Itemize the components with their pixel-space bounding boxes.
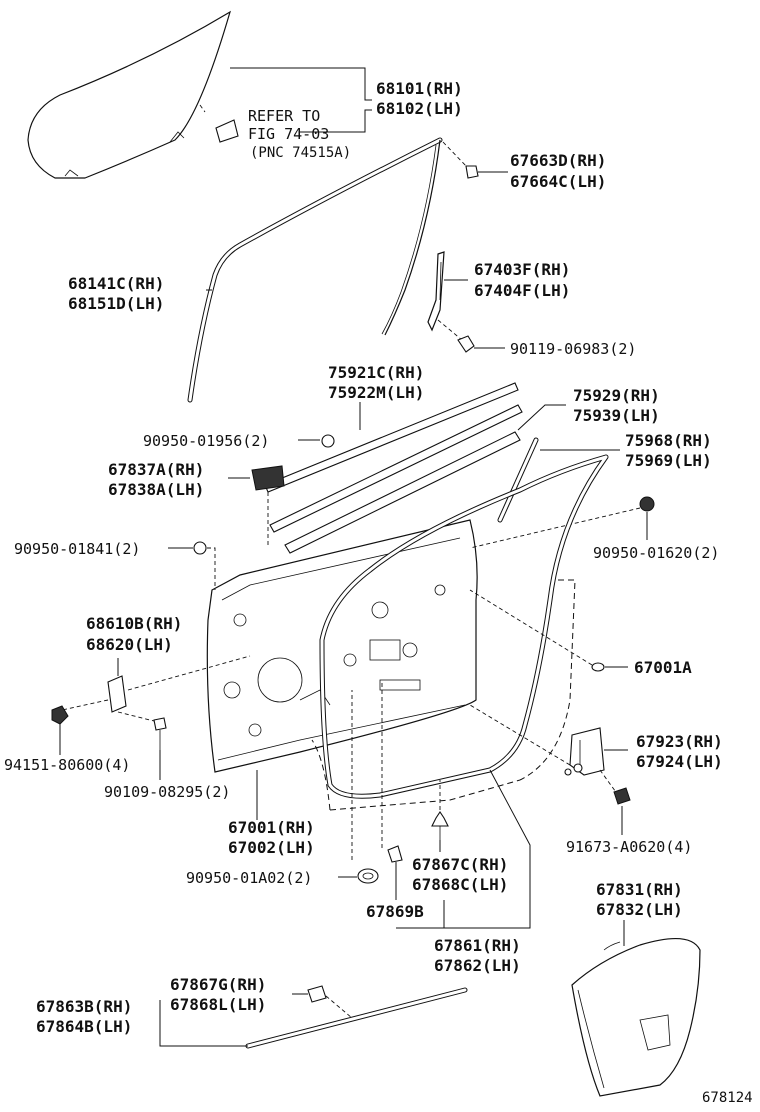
- label-68141c: 68141C(RH): [68, 274, 164, 293]
- label-75921c: 75921C(RH): [328, 363, 424, 382]
- lower-weatherstrip: [159, 987, 468, 1049]
- label-67002: 67002(LH): [228, 838, 315, 857]
- label-refer-3: (PNC 74515A): [250, 145, 351, 161]
- plug-01620: [469, 496, 655, 549]
- clip-67867c: [431, 780, 449, 852]
- label-67403f: 67403F(RH): [474, 260, 570, 279]
- label-75969: 75969(LH): [625, 451, 712, 470]
- label-68101: 68101(RH): [376, 79, 463, 98]
- label-67001a: 67001A: [634, 658, 692, 677]
- label-67868l: 67868L(LH): [170, 995, 266, 1014]
- label-67664c: 67664C(LH): [510, 172, 606, 191]
- clip-67867g: [292, 985, 353, 1019]
- label-refer-1: REFER TO: [248, 107, 320, 125]
- label-68610b: 68610B(RH): [86, 614, 182, 633]
- door-panel: [206, 519, 478, 773]
- label-75929: 75929(RH): [573, 386, 660, 405]
- label-67001: 67001(RH): [228, 818, 315, 837]
- label-67924: 67924(LH): [636, 752, 723, 771]
- door-weatherstrip: [311, 454, 609, 811]
- label-91673: 91673-A0620(4): [566, 838, 692, 856]
- label-90109: 90109-08295(2): [104, 783, 230, 801]
- label-67832: 67832(LH): [596, 900, 683, 919]
- seal-67831: [571, 920, 701, 1097]
- label-67404f: 67404F(LH): [474, 281, 570, 300]
- bracket-67837a: [228, 465, 285, 545]
- rear-glass-run: [427, 251, 463, 341]
- door-glass: [27, 10, 239, 179]
- label-75968: 75968(RH): [625, 431, 712, 450]
- glass-leader: [230, 67, 372, 133]
- label-67867g: 67867G(RH): [170, 975, 266, 994]
- cover-67923: [469, 704, 628, 796]
- label-68151d: 68151D(LH): [68, 294, 164, 313]
- label-refer-2: FIG 74-03: [248, 125, 329, 143]
- label-67867c: 67867C(RH): [412, 855, 508, 874]
- label-67863b: 67863B(RH): [36, 997, 132, 1016]
- label-67868c: 67868C(LH): [412, 875, 508, 894]
- belt-moulding-outer: [264, 382, 519, 493]
- bolt-90109: [153, 717, 167, 780]
- label-67831: 67831(RH): [596, 880, 683, 899]
- nut-94151: [51, 705, 69, 755]
- belt-moulding-inner: [269, 404, 566, 554]
- grommet-67001a: [469, 589, 628, 672]
- label-67838a: 67838A(LH): [108, 480, 204, 499]
- weatherstrip-belt: [497, 437, 620, 523]
- label-67861: 67861(RH): [434, 936, 521, 955]
- wstrip-leader: [396, 769, 531, 929]
- label-01620: 90950-01620(2): [593, 544, 719, 562]
- label-67864b: 67864B(LH): [36, 1017, 132, 1036]
- label-01841: 90950-01841(2): [14, 540, 140, 558]
- label-67837a: 67837A(RH): [108, 460, 204, 479]
- glass-run-front: [187, 137, 443, 403]
- label-01a02: 90950-01A02(2): [186, 869, 312, 887]
- plug-01956: [321, 434, 335, 448]
- label-67663d: 67663D(RH): [510, 151, 606, 170]
- label-94151: 94151-80600(4): [4, 756, 130, 774]
- figure-number: 678124: [702, 1090, 753, 1106]
- hinge-68610b: [61, 655, 251, 723]
- bolt-90119: [457, 335, 505, 353]
- label-75939: 75939(LH): [573, 406, 660, 425]
- label-75922m: 75922M(LH): [328, 383, 424, 402]
- clip-91673: [613, 787, 631, 835]
- label-67862: 67862(LH): [434, 956, 521, 975]
- clip-67869b: [381, 680, 403, 900]
- plug-01841: [168, 541, 216, 590]
- clip-67663d: [442, 141, 479, 179]
- plug-01a02: [338, 690, 379, 884]
- labels: 68101(RH) 68102(LH) REFER TO FIG 74-03 (…: [4, 79, 753, 1106]
- label-68102: 68102(LH): [376, 99, 463, 118]
- label-67869b: 67869B: [366, 902, 424, 921]
- label-90119: 90119-06983(2): [510, 340, 636, 358]
- label-68620: 68620(LH): [86, 635, 173, 654]
- label-01956: 90950-01956(2): [143, 432, 269, 450]
- label-67923: 67923(RH): [636, 732, 723, 751]
